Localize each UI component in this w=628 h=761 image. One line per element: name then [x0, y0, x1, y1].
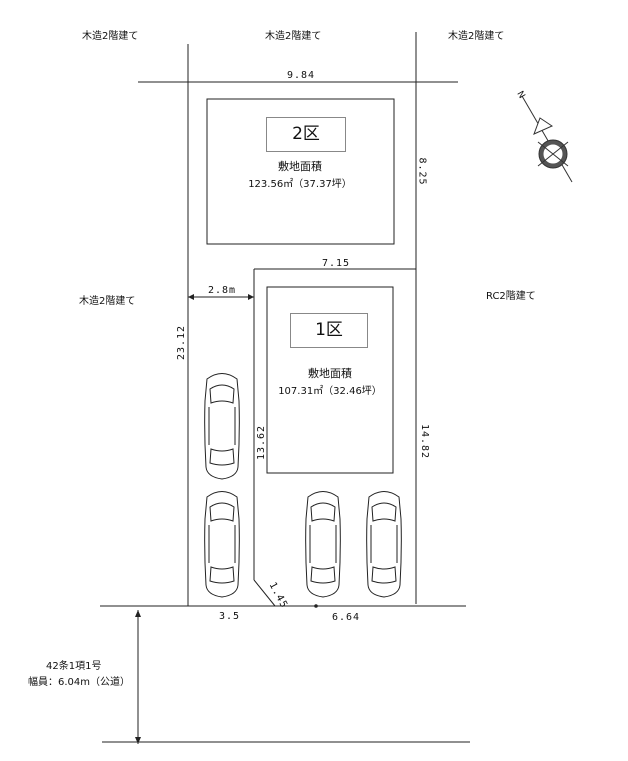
- dim-lot2-right: 8.25: [416, 157, 428, 186]
- lot1-tag: 1区: [290, 313, 368, 348]
- dim-total-depth: 23.12: [176, 324, 188, 361]
- lot2-tag: 2区: [266, 117, 346, 152]
- lot1-area-title: 敷地面積: [308, 367, 352, 380]
- compass-icon: [521, 95, 573, 183]
- dim-front-left: 3.5: [219, 611, 241, 622]
- road-width: 幅員：6.04m（公道）: [28, 677, 131, 688]
- neighbor-top-left: 木造2階建て: [82, 31, 139, 42]
- neighbor-top-center: 木造2階建て: [265, 31, 322, 42]
- car-4: [366, 491, 402, 598]
- lot1-area-value: 107.31㎡（32.46坪）: [278, 386, 382, 397]
- dim-lot1-right: 14.82: [419, 423, 431, 460]
- dim-top-width: 9.84: [287, 70, 316, 81]
- road-classification: 42条1項1号: [46, 661, 102, 672]
- dim-driveway-width: 2.8m: [208, 285, 237, 296]
- neighbor-mid-right: RC2階建て: [486, 291, 536, 302]
- car-2: [204, 491, 240, 598]
- car-3: [305, 491, 341, 598]
- lot2-area-title: 敷地面積: [278, 160, 322, 173]
- car-1: [204, 373, 240, 480]
- dim-front-right: 6.64: [332, 612, 361, 623]
- dim-lot1-top: 7.15: [322, 258, 351, 269]
- lot2-building-outline: [206, 98, 395, 245]
- neighbor-top-right: 木造2階建て: [448, 31, 505, 42]
- dim-lot1-left: 13.62: [256, 424, 268, 461]
- lot1-building-outline: [266, 286, 394, 474]
- corner-cut-line: [253, 579, 276, 607]
- neighbor-mid-left: 木造2階建て: [79, 296, 136, 307]
- lot2-area-value: 123.56㎡（37.37坪）: [248, 179, 352, 190]
